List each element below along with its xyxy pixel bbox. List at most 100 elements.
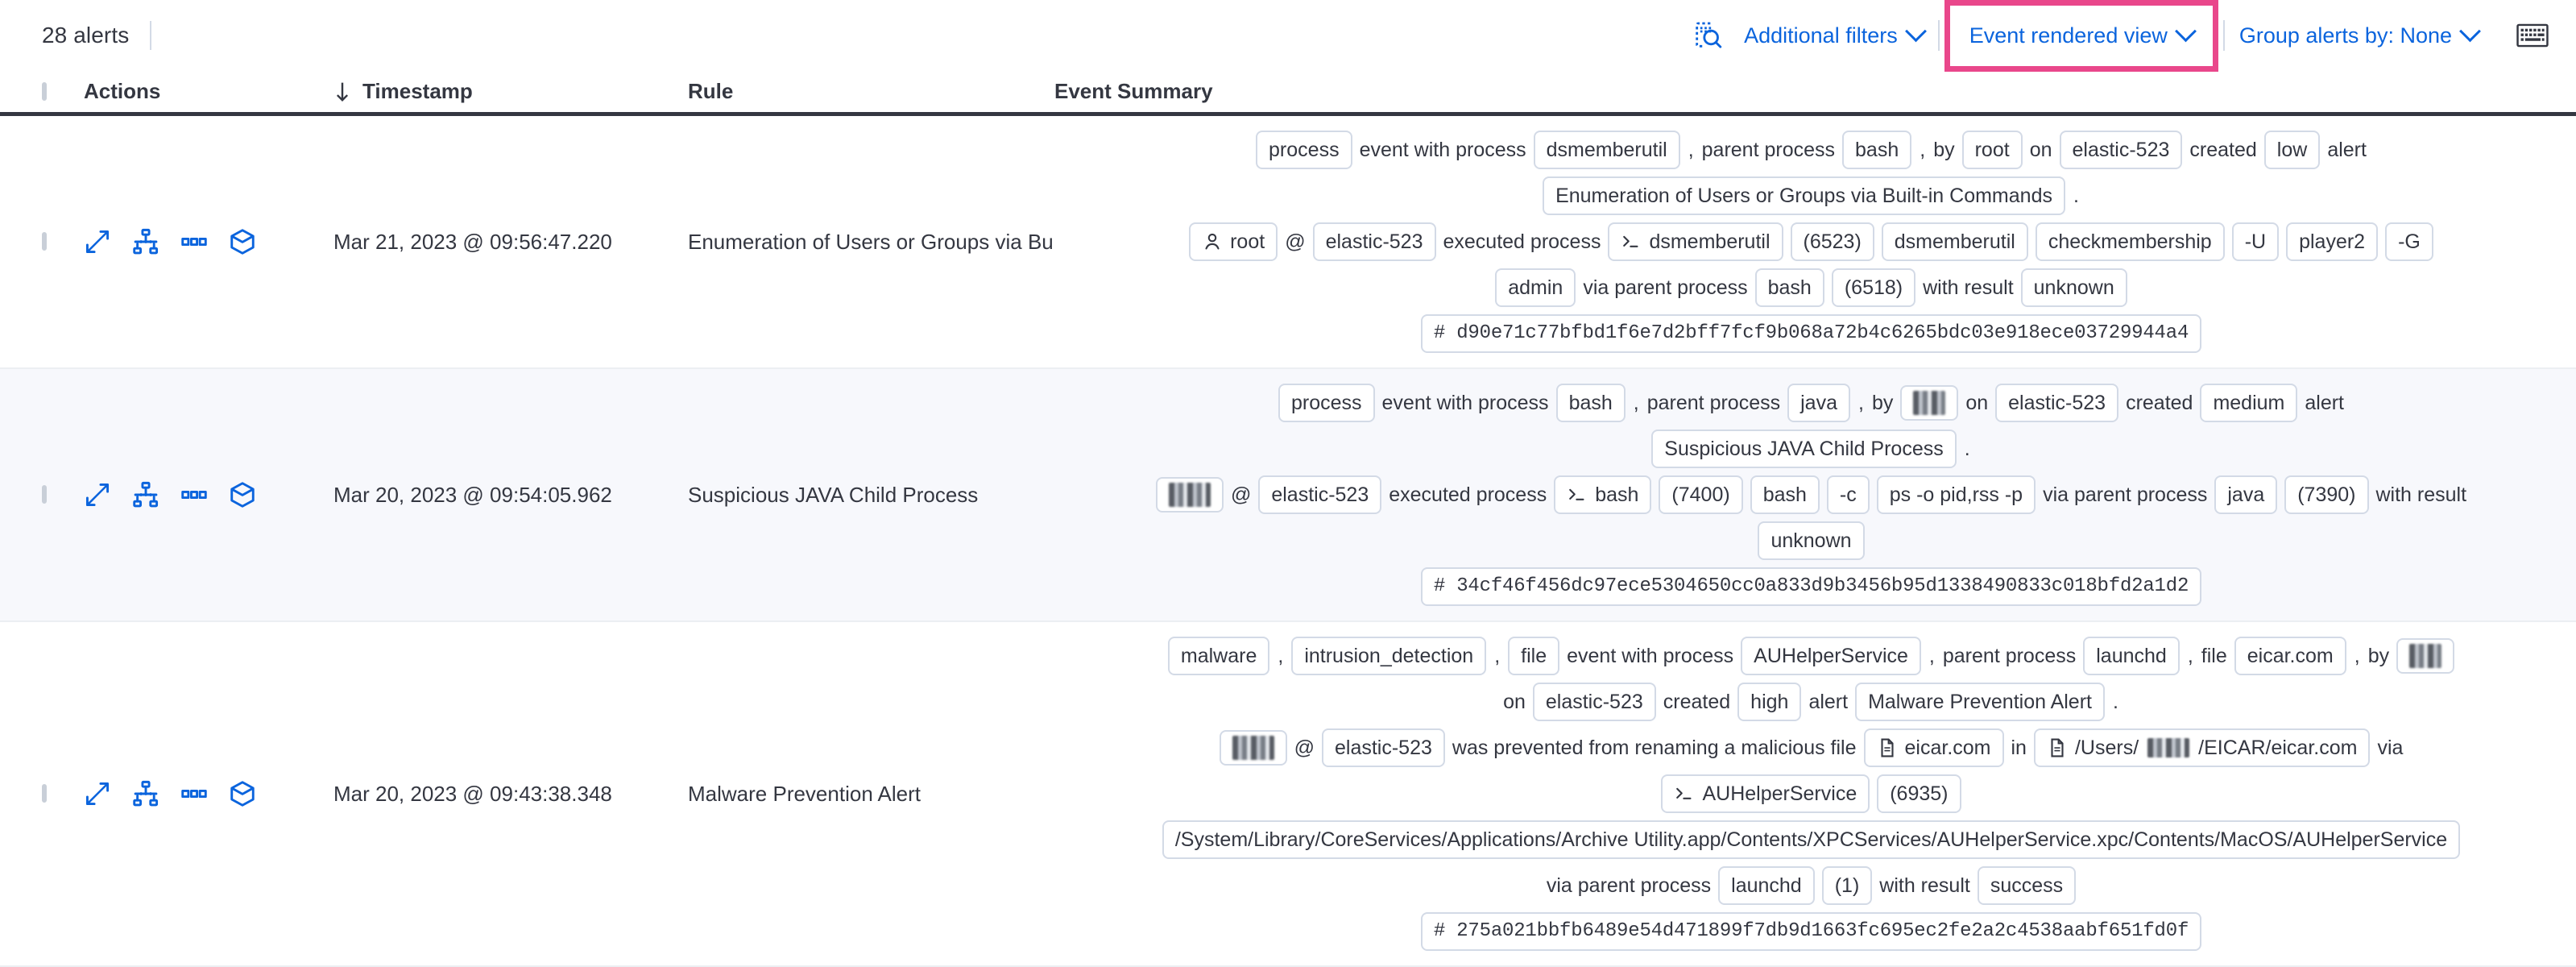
event-rendered-view-button[interactable]: Event rendered view [1955,14,2208,58]
summary-pill[interactable]: Suspicious JAVA Child Process [1651,430,1957,468]
row-checkbox[interactable] [42,784,47,803]
row-checkbox[interactable] [42,485,47,504]
summary-pill[interactable]: root [1961,131,2023,169]
summary-pill[interactable]: bash [1842,131,1912,169]
summary-pill[interactable]: unknown [2020,268,2127,307]
summary-pill[interactable]: medium [2200,384,2298,422]
summary-pill[interactable]: AUHelperService [1741,637,1921,675]
summary-pill[interactable]: /System/Library/CoreServices/Application… [1162,820,2461,859]
expand-icon[interactable] [84,228,111,255]
summary-pill[interactable]: eicar.com [2234,637,2346,675]
summary-pill[interactable]: player2 [2286,222,2379,261]
expand-icon[interactable] [84,780,111,807]
summary-pill[interactable]: /Users//EICAR/eicar.com [2033,728,2371,767]
group-alerts-by-button[interactable]: Group alerts by: None [2225,14,2492,58]
summary-pill[interactable]: file [1508,637,1560,675]
summary-pill[interactable] [1900,385,1959,421]
header-rule[interactable]: Rule [688,79,1054,104]
summary-text: , [2187,645,2193,667]
summary-pill[interactable]: eicar.com [1863,728,2004,767]
more-options-icon[interactable] [180,228,208,255]
summary-pill[interactable]: Enumeration of Users or Groups via Built… [1543,176,2065,215]
summary-pill[interactable]: dsmemberutil [1881,222,2028,261]
summary-pill[interactable]: process [1256,131,1352,169]
summary-pill[interactable]: launchd [1718,866,1815,905]
keyboard-shortcuts-button[interactable] [2516,23,2549,48]
summary-pill[interactable]: (1) [1821,866,1873,905]
select-all-checkbox[interactable] [42,81,47,101]
row-rule-name[interactable]: Enumeration of Users or Groups via Bui [688,229,1054,254]
header-event-summary[interactable]: Event Summary [1054,79,2576,104]
summary-line: Enumeration of Users or Groups via Built… [1054,176,2568,215]
summary-pill[interactable]: AUHelperService [1661,774,1870,813]
summary-pill[interactable]: # 275a021bbfb6489e54d471899f7db9d1663fc6… [1420,912,2202,951]
summary-pill[interactable]: ps -o pid,rss -p [1876,475,2036,514]
summary-pill[interactable]: -U [2231,222,2280,261]
summary-pill[interactable]: elastic-523 [1321,728,1445,767]
row-rule-name[interactable]: Suspicious JAVA Child Process [688,482,979,507]
summary-pill[interactable]: java [2214,475,2278,514]
summary-pill[interactable]: low [2263,131,2321,169]
summary-pill[interactable] [1219,730,1287,766]
summary-pill-label: (6523) [1803,230,1862,253]
summary-pill[interactable]: Malware Prevention Alert [1855,683,2105,721]
summary-pill[interactable]: # 34cf46f456dc97ece5304650cc0a833d9b3456… [1420,567,2202,606]
summary-pill[interactable]: elastic-523 [1532,683,1656,721]
summary-pill[interactable]: checkmembership [2035,222,2225,261]
additional-filters-button[interactable]: Additional filters [1729,14,1938,58]
summary-pill[interactable]: dsmemberutil [1608,222,1783,261]
summary-pill[interactable]: intrusion_detection [1291,637,1487,675]
summary-pill[interactable]: (6518) [1831,268,1916,307]
summary-pill[interactable]: # d90e71c77bfbd1f6e7d2bff7fcf9b068a72b4c… [1420,314,2202,353]
summary-pill[interactable] [2396,638,2455,674]
summary-pill[interactable]: (6935) [1877,774,1961,813]
summary-pill[interactable]: (7400) [1659,475,1743,514]
expand-icon[interactable] [84,481,111,508]
document-search-icon[interactable] [1691,19,1725,52]
header-timestamp[interactable]: Timestamp [333,79,688,104]
summary-pill-label: elastic-523 [2072,139,2170,161]
row-rule-name[interactable]: Malware Prevention Alert [688,781,921,806]
row-checkbox[interactable] [42,232,47,251]
summary-pill[interactable]: unknown [1758,521,1865,560]
summary-pill[interactable]: elastic-523 [1312,222,1436,261]
summary-pill[interactable]: admin [1495,268,1576,307]
analyzer-icon[interactable] [132,481,159,508]
summary-pill[interactable]: (6523) [1790,222,1874,261]
summary-pill[interactable]: elastic-523 [2059,131,2183,169]
session-view-icon[interactable] [229,780,256,807]
analyzer-icon[interactable] [132,228,159,255]
summary-text: , [1857,392,1864,414]
session-view-icon[interactable] [229,228,256,255]
summary-pill[interactable]: elastic-523 [1995,384,2119,422]
summary-pill[interactable]: dsmemberutil [1533,131,1680,169]
summary-pill[interactable]: bash [1754,268,1824,307]
summary-pill[interactable]: bash [1554,475,1652,514]
summary-pill[interactable]: java [1787,384,1850,422]
summary-pill[interactable]: -c [1826,475,1870,514]
session-view-icon[interactable] [229,481,256,508]
summary-pill[interactable] [1155,477,1224,513]
summary-pill[interactable]: root [1189,222,1278,261]
more-options-icon[interactable] [180,780,208,807]
summary-pill-label: dsmemberutil [1649,230,1770,253]
redacted-value [2147,738,2190,757]
summary-pill[interactable]: success [1977,866,2077,905]
header-actions[interactable]: Actions [84,79,333,104]
summary-pill[interactable]: bash [1555,384,1626,422]
file-icon [1877,737,1898,758]
summary-pill[interactable]: -G [2385,222,2433,261]
summary-pill[interactable]: (7390) [2284,475,2369,514]
more-options-icon[interactable] [180,481,208,508]
analyzer-icon[interactable] [132,780,159,807]
summary-pill[interactable]: launchd [2083,637,2180,675]
summary-pill[interactable]: malware [1167,637,1270,675]
summary-pill[interactable]: elastic-523 [1258,475,1382,514]
summary-pill[interactable]: process [1278,384,1375,422]
summary-pill-label: root [1230,230,1265,253]
summary-pill[interactable]: bash [1750,475,1820,514]
summary-pill[interactable]: high [1737,683,1802,721]
